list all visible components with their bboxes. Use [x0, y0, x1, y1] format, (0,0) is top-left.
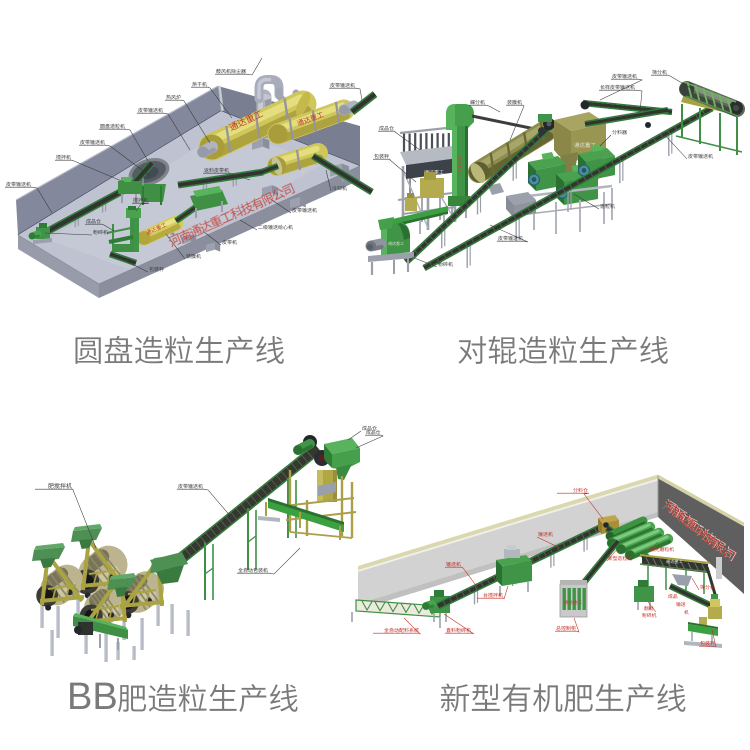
svg-text:BB: BB: [67, 676, 118, 718]
